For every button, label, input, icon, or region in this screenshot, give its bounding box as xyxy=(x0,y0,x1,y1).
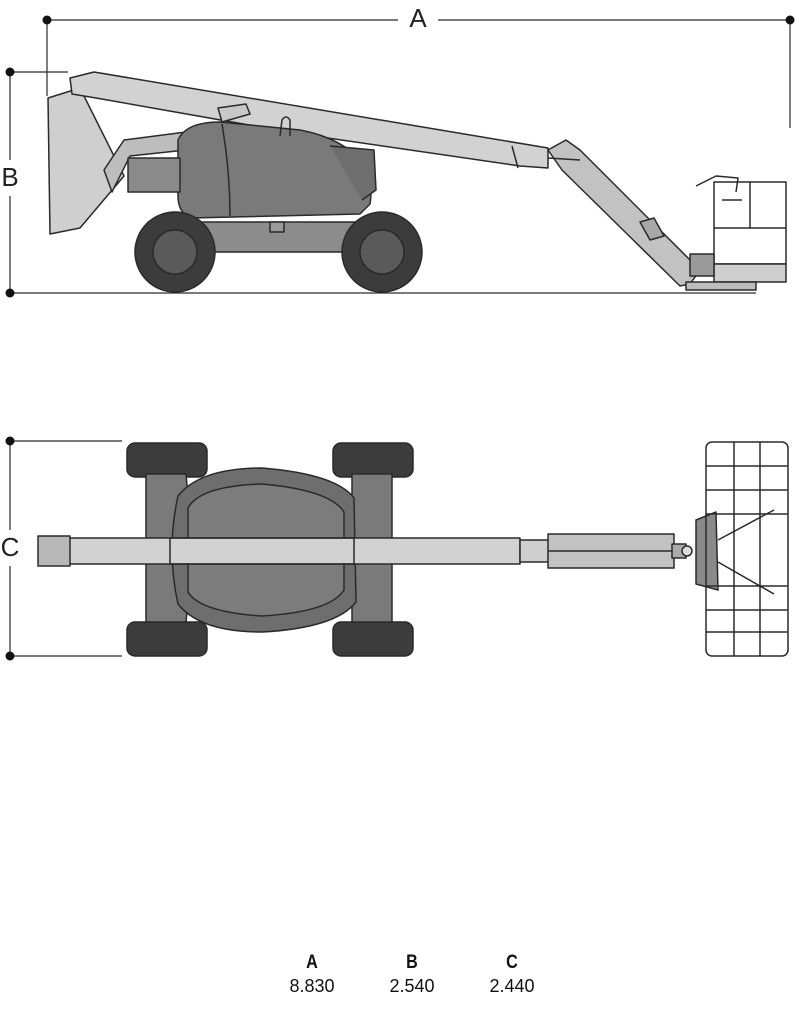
dimension-column-b: B 2.540 xyxy=(362,952,462,998)
dimension-a-heading: A xyxy=(306,952,318,973)
boom-lift-top xyxy=(37,441,789,657)
dimension-b-label: B xyxy=(1,162,18,192)
dimension-a-value: 8.830 xyxy=(289,976,335,996)
dimension-b-heading: B xyxy=(406,952,418,973)
dimension-b xyxy=(5,67,756,298)
jib-arm xyxy=(547,139,701,287)
dimension-column-c: C 2.440 xyxy=(462,952,562,998)
tire-front-right xyxy=(332,621,414,657)
dimension-c xyxy=(5,436,122,661)
front-wheel xyxy=(341,211,423,293)
dimension-a-label: A xyxy=(409,3,427,33)
dimension-c-heading: C xyxy=(506,952,518,973)
main-boom xyxy=(69,71,549,169)
platform-basket xyxy=(685,175,787,291)
dimension-table: A 8.830 B 2.540 C 2.440 xyxy=(262,952,562,998)
top-view: C xyxy=(1,436,789,661)
dimension-column-a: A 8.830 xyxy=(262,952,362,998)
tire-rear-right xyxy=(126,621,208,657)
dimension-c-label: C xyxy=(1,532,20,562)
dimension-c-value: 2.440 xyxy=(489,976,535,996)
platform-basket-top xyxy=(705,441,789,657)
boom-lift-side xyxy=(47,71,787,293)
rear-wheel xyxy=(134,211,216,293)
main-boom-top xyxy=(67,537,521,565)
side-view: A B xyxy=(1,3,795,298)
tire-rear-left xyxy=(126,442,208,478)
tire-front-left xyxy=(332,442,414,478)
dimension-a xyxy=(42,15,795,128)
dimension-b-value: 2.540 xyxy=(389,976,435,996)
